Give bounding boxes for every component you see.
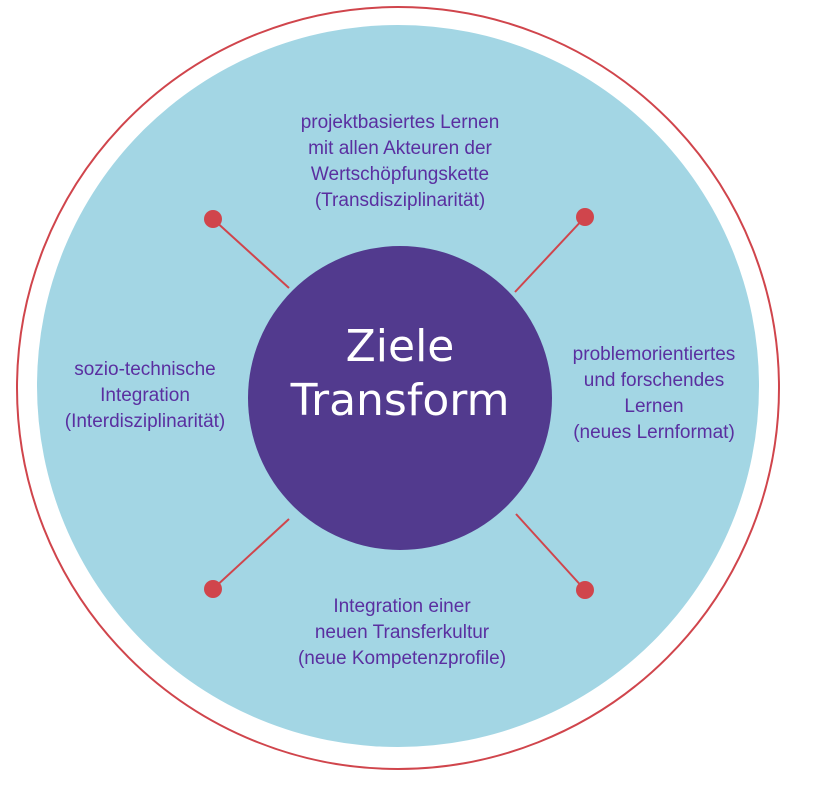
goal-left-line2: Integration bbox=[100, 385, 190, 406]
goal-bottom-line2: neuen Transferkultur bbox=[314, 622, 490, 643]
goal-left-line3: (Interdisziplinarität) bbox=[64, 411, 226, 432]
goal-left-label: sozio-technische Integration (Interdiszi… bbox=[40, 357, 250, 435]
center-title-line2: Transform bbox=[290, 375, 510, 426]
goal-bottom-label: Integration einer neuen Transferkultur (… bbox=[272, 594, 532, 672]
center-title-line1: Ziele bbox=[345, 321, 455, 372]
goal-left-line1: sozio-technische bbox=[74, 359, 216, 380]
goal-bottom-line3: (neue Kompetenzprofile) bbox=[297, 648, 507, 669]
goal-top-line4: (Transdisziplinarität) bbox=[314, 190, 486, 211]
goal-top-line3: Wertschöpfungskette bbox=[310, 164, 490, 185]
connector-bottom-left bbox=[212, 518, 290, 590]
connector-top-left bbox=[212, 218, 290, 289]
connector-bottom-right bbox=[515, 513, 586, 591]
dot-bottom-right bbox=[576, 581, 594, 599]
center-title: Ziele Transform bbox=[250, 320, 550, 428]
goal-right-line2: und forschendes bbox=[583, 370, 725, 391]
goal-bottom-line1: Integration einer bbox=[333, 596, 471, 617]
goal-right-line3: Lernen bbox=[624, 396, 684, 417]
goal-top-line2: mit allen Akteuren der bbox=[308, 138, 492, 159]
connector-top-right bbox=[514, 216, 586, 293]
dot-top-left bbox=[204, 210, 222, 228]
center-disc bbox=[248, 246, 552, 550]
goal-top-line1: projektbasiertes Lernen bbox=[300, 112, 500, 133]
dot-bottom-left bbox=[204, 580, 222, 598]
goal-right-label: problemorientiertes und forschendes Lern… bbox=[553, 342, 755, 446]
goal-right-line1: problemorientiertes bbox=[572, 344, 736, 365]
goal-top-label: projektbasiertes Lernen mit allen Akteur… bbox=[260, 110, 540, 214]
dot-top-right bbox=[576, 208, 594, 226]
goal-right-line4: (neues Lernformat) bbox=[573, 422, 735, 443]
